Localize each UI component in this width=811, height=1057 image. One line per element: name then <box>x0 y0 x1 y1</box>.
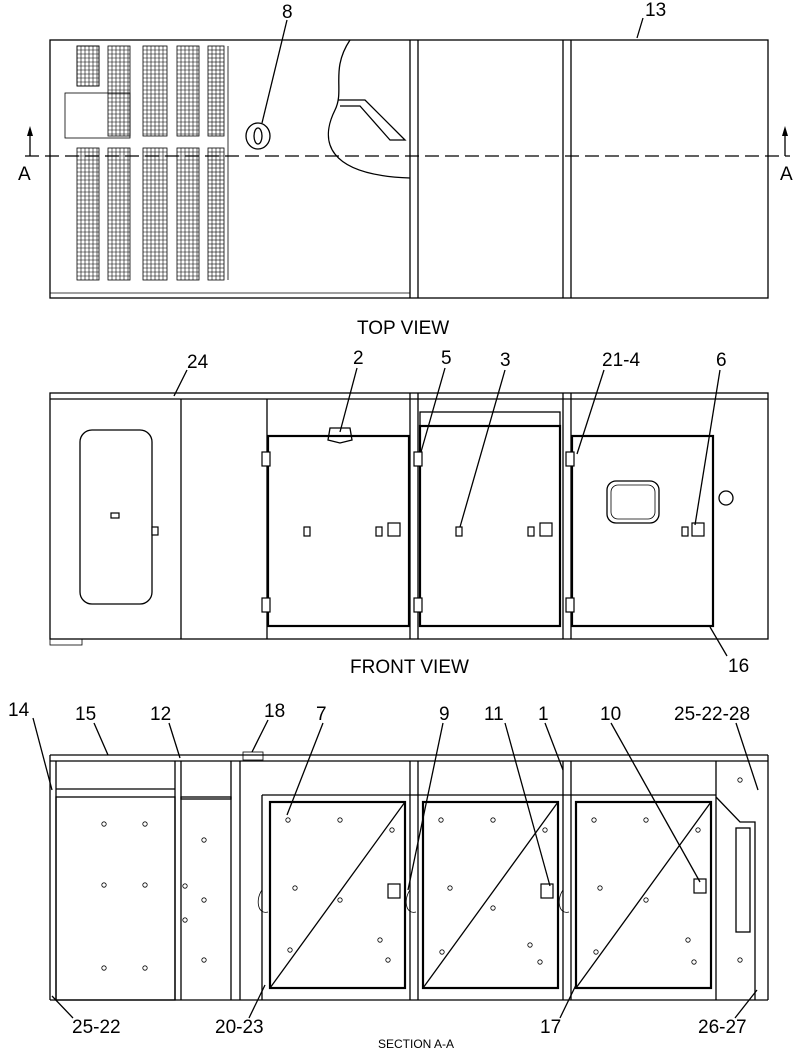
bolt-hole <box>292 885 298 891</box>
callout-16: 16 <box>728 656 749 677</box>
bolt-hole <box>490 905 496 911</box>
top-view: A A 8 13 TOP VIEW <box>18 0 793 339</box>
callout-6: 6 <box>716 350 727 371</box>
callout-11: 11 <box>484 704 504 725</box>
bolt-hole <box>201 897 207 903</box>
section-marker-left: A <box>18 164 31 185</box>
bolt-hole <box>643 817 649 823</box>
callout-25-22-28: 25-22-28 <box>674 704 750 725</box>
bolt-hole <box>142 882 148 888</box>
callout-20-23: 20-23 <box>215 1017 264 1038</box>
callout-13: 13 <box>645 0 666 21</box>
bolt-hole <box>591 817 597 823</box>
top-view-title: TOP VIEW <box>357 318 449 339</box>
bolt-hole <box>447 885 453 891</box>
bolt-hole <box>593 949 599 955</box>
bolt-hole <box>337 897 343 903</box>
front-view-title: FRONT VIEW <box>350 657 469 678</box>
bolt-hole <box>643 897 649 903</box>
bolt-hole <box>287 947 293 953</box>
callout-2: 2 <box>353 348 364 369</box>
bolt-hole <box>142 965 148 971</box>
bolt-hole <box>337 817 343 823</box>
bolt-hole <box>537 959 543 965</box>
bolt-hole <box>201 837 207 843</box>
fuel-cap <box>245 122 271 150</box>
front-view: 24 2 5 3 21-4 6 16 FRONT VIEW <box>49 348 769 678</box>
callout-25-22: 25-22 <box>72 1017 121 1038</box>
bolt-hole <box>385 957 391 963</box>
callout-9: 9 <box>439 704 450 725</box>
callout-15: 15 <box>75 704 96 725</box>
bolt-pattern <box>101 777 743 971</box>
grille-blocks <box>76 45 225 281</box>
bolt-hole <box>389 827 395 833</box>
callout-26-27: 26-27 <box>698 1017 747 1038</box>
bolt-hole <box>490 817 496 823</box>
bolt-hole <box>182 917 188 923</box>
callout-21-4: 21-4 <box>602 350 640 371</box>
bolt-hole <box>685 937 691 943</box>
bolt-hole <box>691 959 697 965</box>
bolt-hole <box>438 817 444 823</box>
bolt-hole <box>695 827 701 833</box>
bolt-hole <box>377 937 383 943</box>
callout-1: 1 <box>538 704 549 725</box>
callout-8: 8 <box>282 2 293 23</box>
bolt-hole <box>439 949 445 955</box>
callout-5: 5 <box>441 348 452 369</box>
bolt-hole <box>542 827 548 833</box>
section-view: 14 15 12 18 7 9 11 1 10 25-22-28 25-22 2… <box>8 700 769 1051</box>
callout-12: 12 <box>150 704 171 725</box>
callout-10: 10 <box>600 704 621 725</box>
bolt-hole <box>737 957 743 963</box>
bolt-hole <box>101 882 107 888</box>
callout-14: 14 <box>8 700 30 721</box>
section-marker-right: A <box>780 164 793 185</box>
callout-24: 24 <box>187 352 209 373</box>
callout-18: 18 <box>264 701 285 722</box>
bolt-hole <box>201 957 207 963</box>
bolt-hole <box>101 821 107 827</box>
section-view-title: SECTION A-A <box>378 1037 454 1051</box>
callout-17: 17 <box>540 1017 561 1038</box>
bolt-hole <box>597 885 603 891</box>
callout-7: 7 <box>316 704 327 725</box>
bolt-hole <box>737 777 743 783</box>
bolt-hole <box>101 965 107 971</box>
bolt-hole <box>142 821 148 827</box>
bolt-hole <box>182 883 188 889</box>
bolt-hole <box>285 817 291 823</box>
bolt-hole <box>527 942 533 948</box>
callout-3: 3 <box>500 350 511 371</box>
